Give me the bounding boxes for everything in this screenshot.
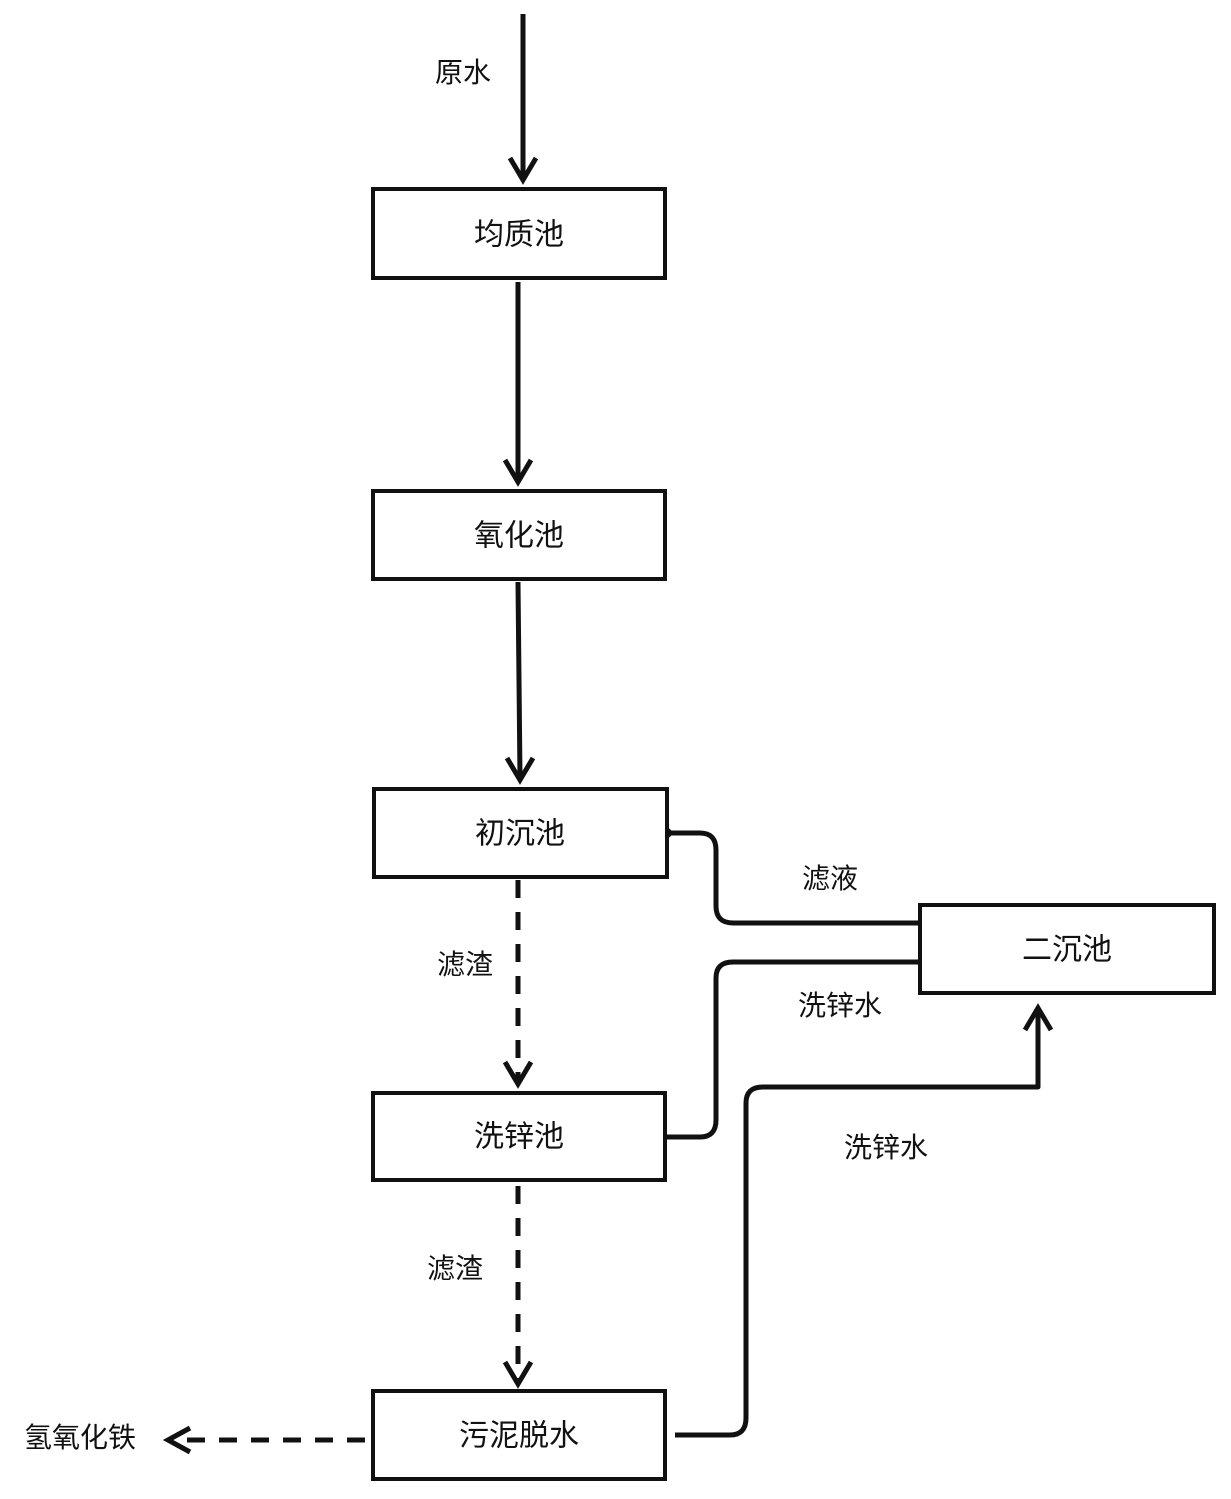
filtrate-label: 滤液 xyxy=(802,862,858,895)
secondary-settling-tank-label: 二沉池 xyxy=(1022,933,1112,968)
residue-label-1: 滤渣 xyxy=(437,948,493,981)
zinc-washing-tank-box: 洗锌池 xyxy=(371,1091,667,1182)
zinc-wash-water-label-2: 洗锌水 xyxy=(844,1131,928,1164)
ferric-hydroxide-label: 氢氧化铁 xyxy=(24,1421,136,1454)
sludge-dewatering-to-product-dashed-arrow xyxy=(162,1425,365,1455)
raw-water-inlet-arrow xyxy=(507,14,539,185)
primary-settling-tank-label: 初沉池 xyxy=(475,817,565,852)
raw-water-label: 原水 xyxy=(435,56,491,89)
oxidation-tank-box: 氧化池 xyxy=(371,489,667,581)
primary-settling-to-zinc-washing-dashed-arrow xyxy=(502,880,534,1089)
zinc-washing-tank-label: 洗锌池 xyxy=(474,1120,564,1155)
zinc-washing-to-sludge-dewatering-dashed-arrow xyxy=(502,1186,534,1389)
primary-settling-tank-box: 初沉池 xyxy=(372,787,669,879)
homogenization-tank-label: 均质池 xyxy=(474,218,564,253)
homogenization-to-oxidation-arrow xyxy=(502,282,534,487)
oxidation-tank-label: 氧化池 xyxy=(474,519,564,554)
secondary-settling-tank-box: 二沉池 xyxy=(918,903,1216,995)
homogenization-tank-box: 均质池 xyxy=(371,187,667,280)
sludge-dewatering-box: 污泥脱水 xyxy=(371,1389,667,1481)
oxidation-to-primary-settling-arrow xyxy=(504,581,536,785)
residue-label-2: 滤渣 xyxy=(427,1252,483,1285)
filtrate-connector xyxy=(662,828,927,928)
zinc-wash-water-connector-1 xyxy=(667,957,927,1140)
zinc-wash-water-label-1: 洗锌水 xyxy=(798,989,882,1022)
zinc-wash-water-connector-2 xyxy=(675,1003,1054,1438)
sludge-dewatering-label: 污泥脱水 xyxy=(459,1419,579,1454)
